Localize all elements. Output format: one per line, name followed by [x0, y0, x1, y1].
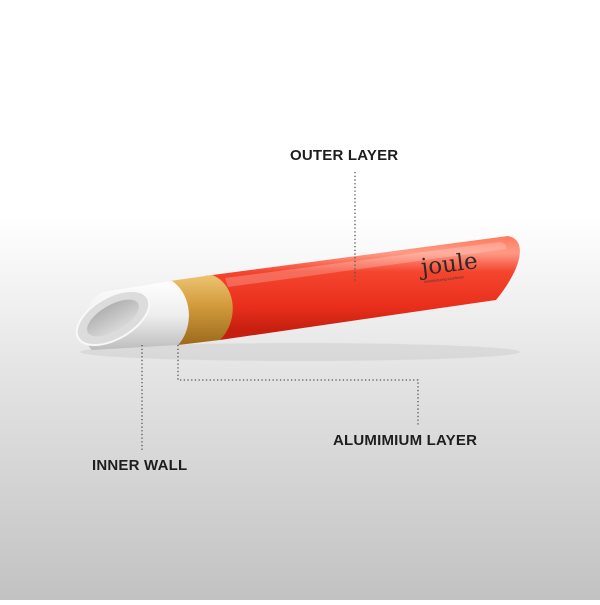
- outer-layer-shape: [205, 236, 520, 340]
- outer-layer-highlight: [225, 242, 507, 287]
- inner-wall-label: INNER WALL: [92, 457, 188, 474]
- pipe-shadow: [80, 343, 520, 361]
- aluminium-layer-label: ALUMIMIUM LAYER: [333, 432, 478, 449]
- brand-tagline: manufacturing excellence: [424, 275, 465, 284]
- outer-layer-label: OUTER LAYER: [290, 147, 399, 164]
- aluminium-layer-shape: [170, 275, 233, 345]
- inner-bore: [87, 299, 139, 337]
